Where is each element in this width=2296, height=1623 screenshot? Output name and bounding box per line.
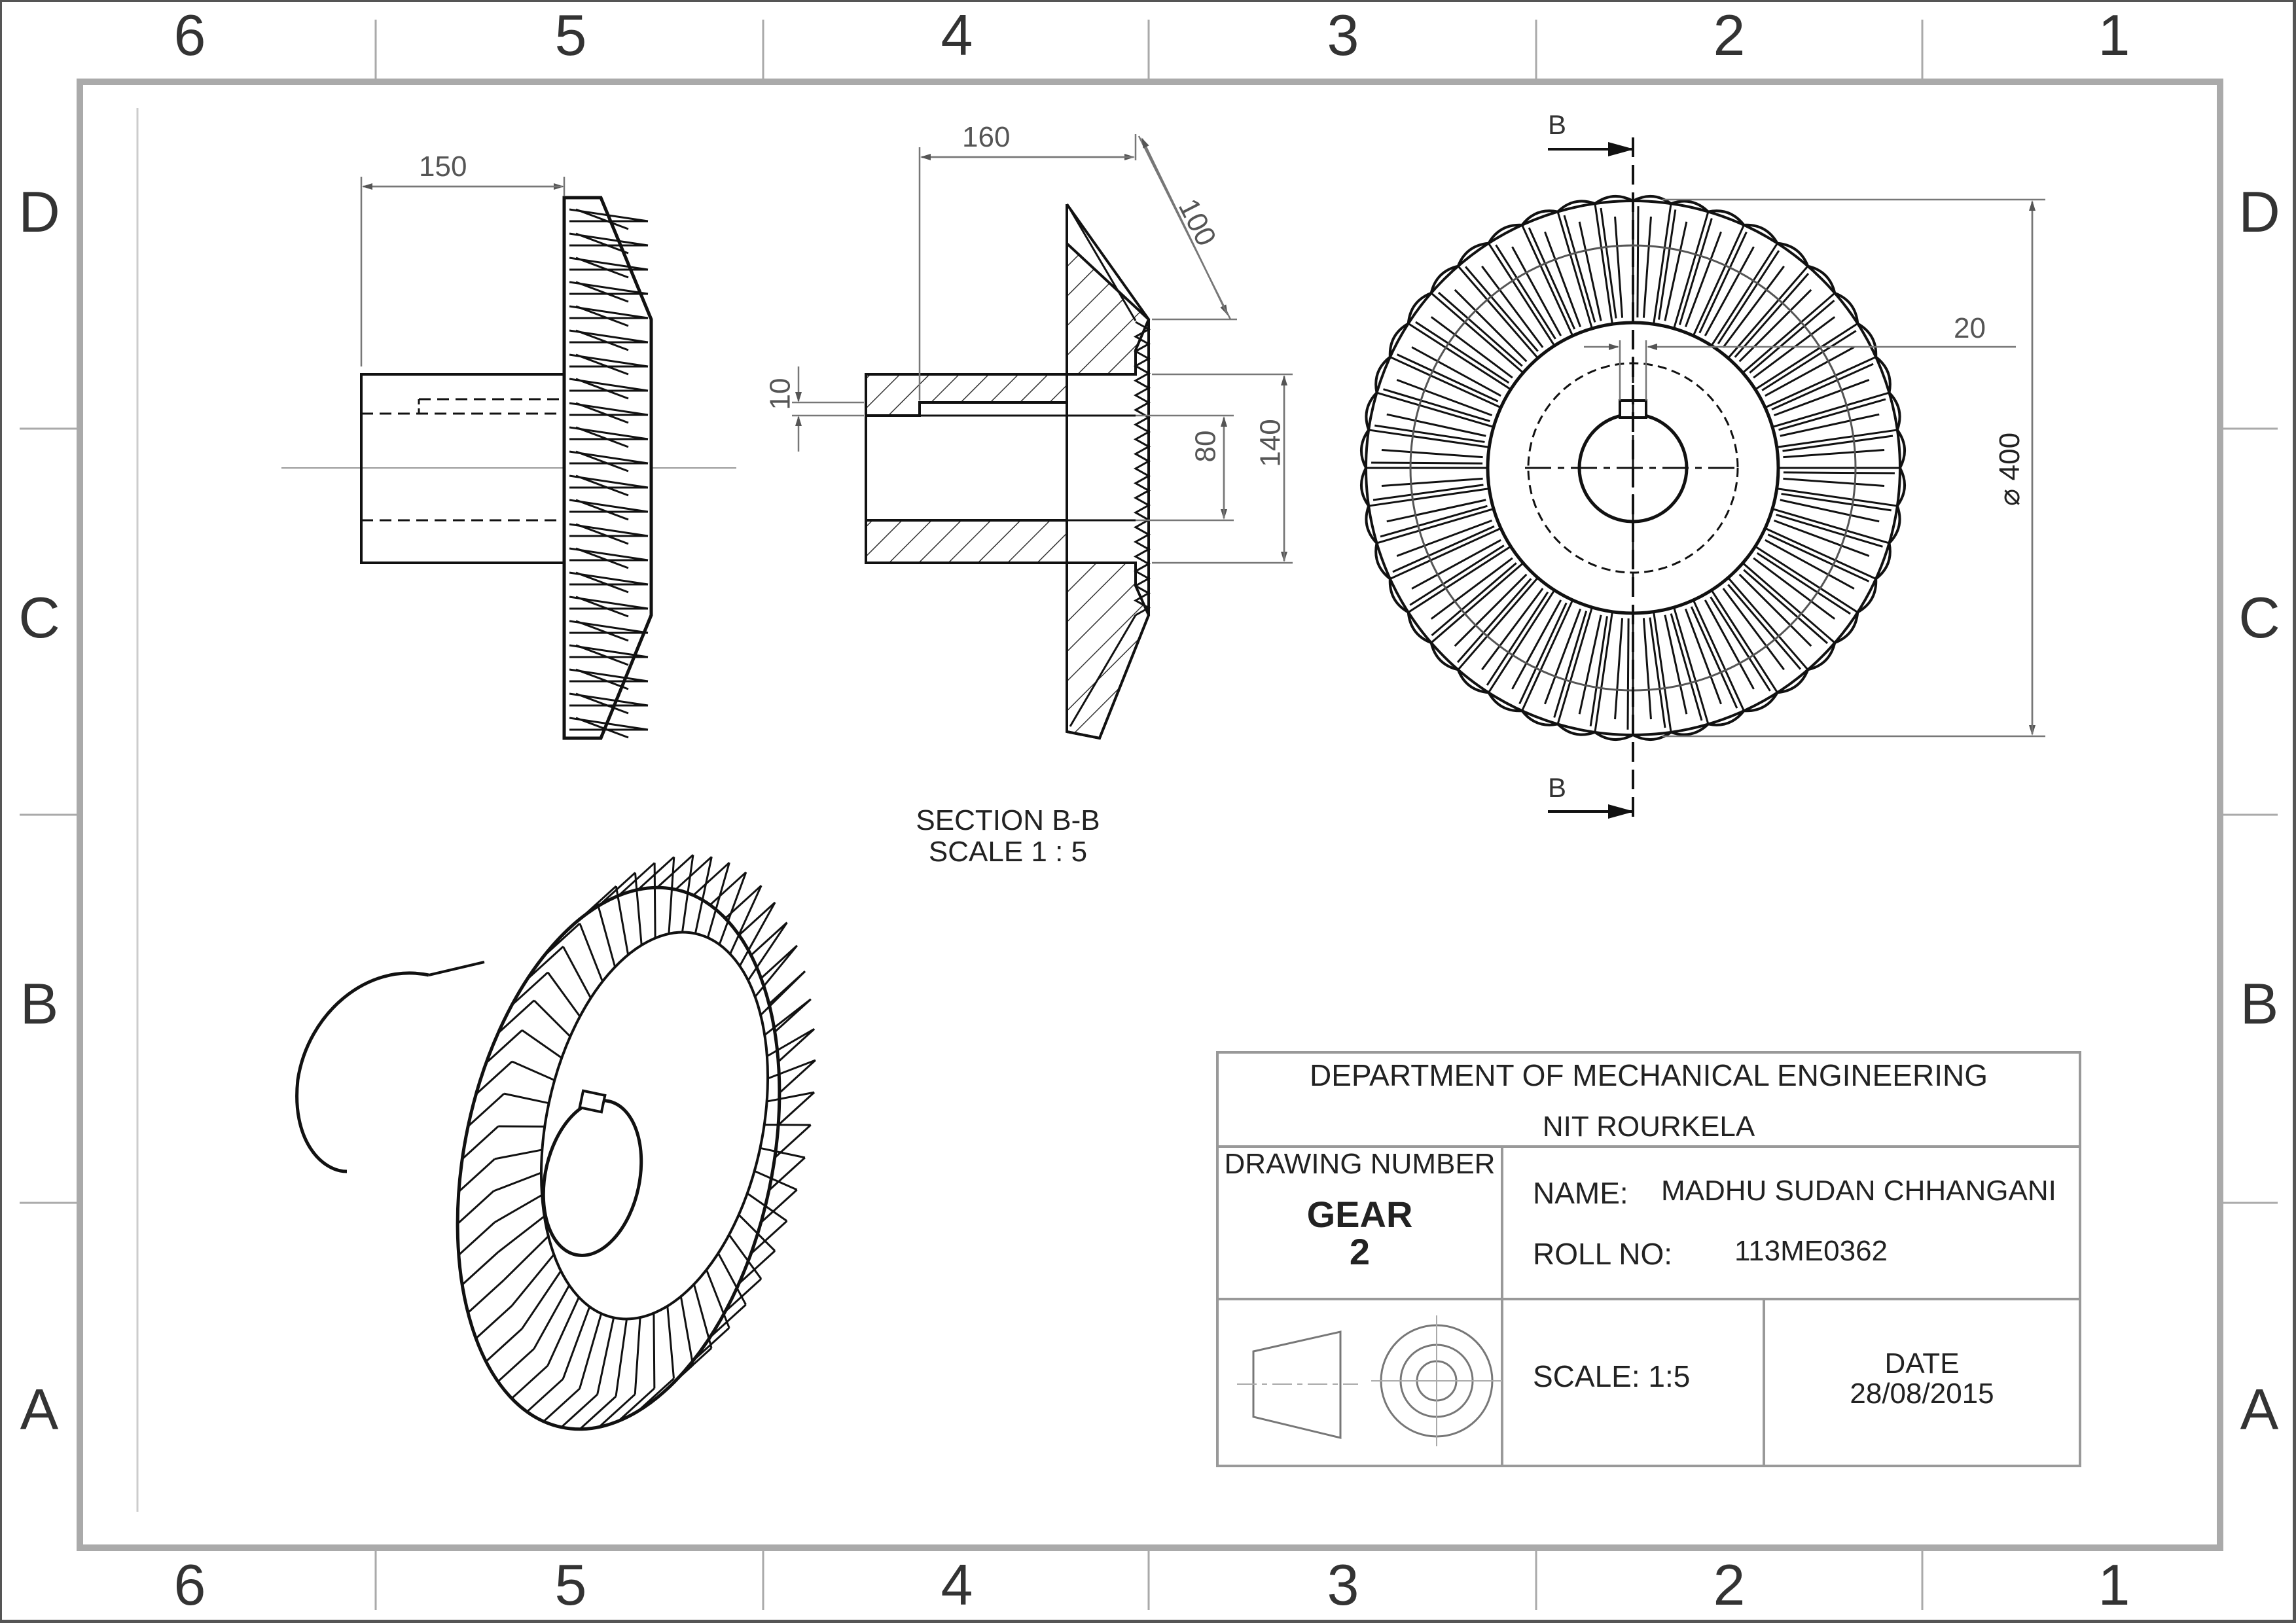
dim-diameter: ⌀ 400 [1994,432,2026,507]
section-caption: SECTION B-B SCALE 1 : 5 [870,805,1145,867]
zone-row-d-right: D [2238,179,2280,244]
zone-col-5-bottom: 5 [554,1552,587,1617]
name-value: MADHU SUDAN CHHANGANI [1661,1175,2056,1207]
zone-row-b: B [20,971,59,1036]
roll-label: ROLL NO: [1533,1237,1673,1271]
title-block [1216,1051,2081,1467]
zone-row-c: C [18,585,60,650]
zone-col-3-bottom: 3 [1327,1552,1359,1617]
zone-row-a: A [20,1377,59,1442]
drawing-title: GEAR [1306,1194,1413,1235]
roll-value: 113ME0362 [1734,1235,1888,1267]
drawing-number: 2 [1349,1231,1371,1272]
scale-value: SCALE: 1:5 [1533,1359,1691,1393]
drawing-frame [77,79,2223,1551]
dim-section-wall: 10 [764,378,797,410]
section-caption-title: SECTION B-B [916,804,1100,836]
zone-row-b-right: B [2240,971,2279,1036]
zone-col-3: 3 [1327,3,1359,67]
front-view [1359,137,1907,825]
name-label: NAME: [1533,1176,1628,1210]
isometric-view [295,854,816,1431]
title-department: DEPARTMENT OF MECHANICAL ENGINEERING [1310,1058,1988,1092]
dim-side-length: 150 [419,151,467,183]
dim-section-length: 160 [962,121,1011,153]
side-view [281,196,736,740]
dim-keyway: 20 [1954,312,1986,344]
section-view [865,203,1151,740]
title-institute: NIT ROURKELA [1542,1111,1755,1143]
zone-col-2-bottom: 2 [1713,1552,1746,1617]
zone-row-a-right: A [2240,1377,2279,1442]
zone-col-6-bottom: 6 [173,1552,206,1617]
dim-hub: 140 [1254,419,1287,467]
section-mark-top: B [1548,109,1567,140]
dim-bore: 80 [1189,430,1222,463]
section-caption-scale: SCALE 1 : 5 [928,835,1088,868]
zone-col-1-bottom: 1 [2098,1552,2130,1617]
drawing-number-label: DRAWING NUMBER [1224,1148,1496,1180]
zone-col-4-bottom: 4 [941,1552,973,1617]
zone-col-1: 1 [2098,3,2130,67]
zone-col-2: 2 [1713,3,1746,67]
zone-col-6: 6 [173,3,206,67]
zone-row-d: D [18,179,60,244]
section-mark-bottom: B [1548,772,1567,803]
dimension-lines [360,134,2045,738]
zone-row-c-right: C [2238,585,2280,650]
zone-col-4: 4 [941,3,973,67]
date-label: DATE [1884,1347,1960,1380]
date-value: 28/08/2015 [1850,1378,1994,1410]
zone-ticks [20,20,2278,1610]
zone-col-5: 5 [554,3,587,67]
